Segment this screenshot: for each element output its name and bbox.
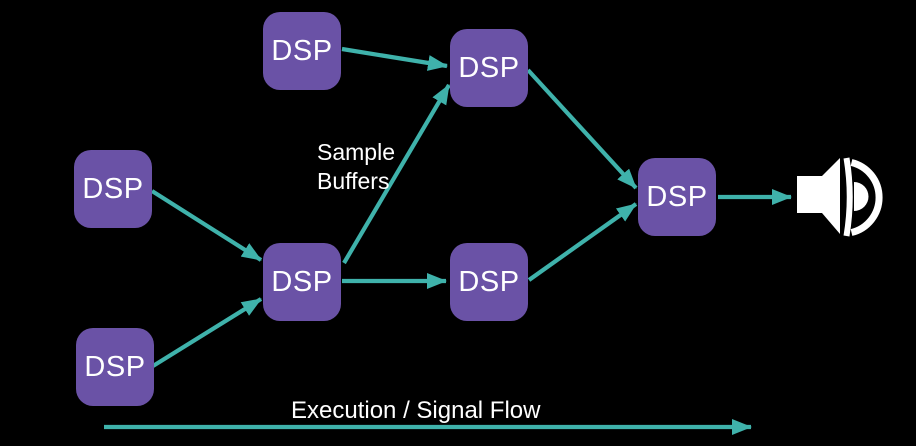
edge-dsp-merge-upper-to-dsp-output bbox=[526, 68, 638, 190]
speaker-wave-outer bbox=[850, 159, 883, 236]
edge-dsp-merge-center-to-dsp-merge-upper bbox=[342, 83, 451, 265]
speaker-wave-inner-bar bbox=[843, 157, 853, 237]
speaker-wave-middle bbox=[854, 182, 869, 211]
dsp-node-mid-right: DSP bbox=[450, 243, 528, 321]
dsp-node-source-top: DSP bbox=[263, 12, 341, 90]
dsp-node-label: DSP bbox=[458, 265, 520, 298]
dsp-node-label: DSP bbox=[82, 172, 144, 205]
dsp-node-label: DSP bbox=[271, 34, 333, 67]
dsp-node-output: DSP bbox=[638, 158, 716, 236]
dsp-node-merge-upper: DSP bbox=[450, 29, 528, 107]
speaker-cone bbox=[797, 158, 840, 234]
edge-dsp-mid-right-to-dsp-output bbox=[527, 202, 638, 282]
speaker-icon bbox=[797, 157, 883, 237]
sample-buffers-label: Sample Buffers bbox=[317, 139, 395, 194]
dsp-node-label: DSP bbox=[84, 350, 146, 383]
edge-dsp-source-top-to-dsp-merge-upper bbox=[341, 46, 448, 71]
edge-dsp-source-mid-left-to-dsp-merge-center bbox=[150, 189, 263, 262]
dsp-node-label: DSP bbox=[646, 180, 708, 213]
dsp-node-source-mid-left: DSP bbox=[74, 150, 152, 228]
dsp-node-merge-center: DSP bbox=[263, 243, 341, 321]
dsp-node-source-bottom-left: DSP bbox=[76, 328, 154, 406]
execution-signal-flow-label: Execution / Signal Flow bbox=[291, 397, 541, 424]
dsp-node-label: DSP bbox=[271, 265, 333, 298]
edge-dsp-source-bottom-left-to-dsp-merge-center bbox=[151, 297, 263, 368]
dsp-node-label: DSP bbox=[458, 51, 520, 84]
